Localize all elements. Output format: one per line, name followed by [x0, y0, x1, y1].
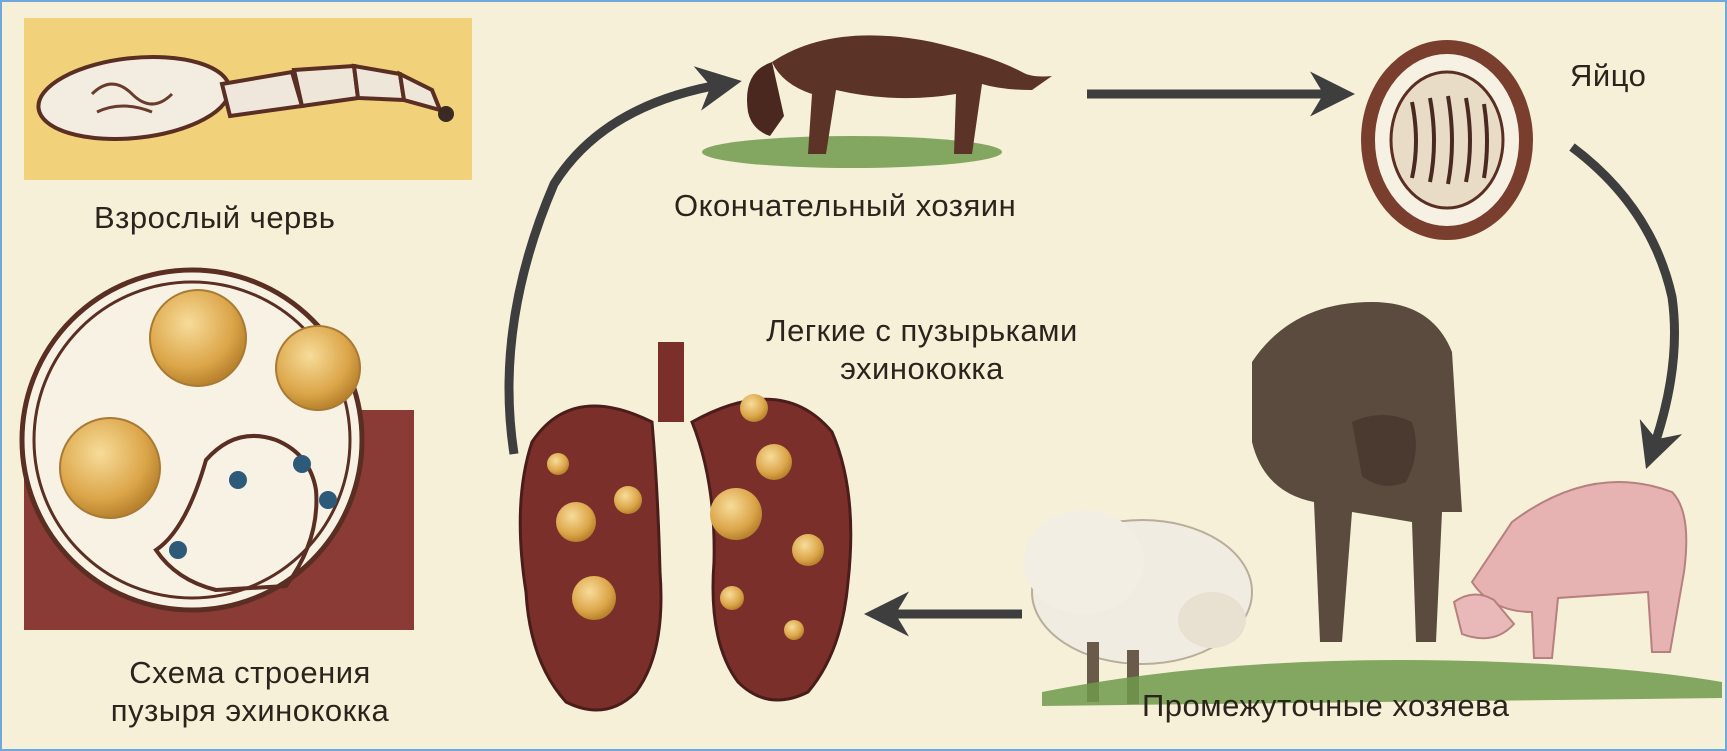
- egg-label: Яйцо: [1570, 57, 1646, 95]
- lungs-label: Легкие с пузырьками эхинококка: [742, 312, 1102, 388]
- egg-icon: [1361, 40, 1533, 240]
- pig-icon: [1454, 482, 1686, 658]
- arrow-icon: [509, 84, 724, 454]
- adult-worm-label: Взрослый червь: [94, 199, 335, 237]
- intermediate-hosts-label: Промежуточные хозяева: [1142, 687, 1510, 725]
- adult-worm-icon: [24, 18, 472, 180]
- definitive-host-label: Окончательный хозяин: [674, 187, 1016, 225]
- lungs-label-line-1: Легкие с пузырьками: [742, 312, 1102, 350]
- hydatid-cyst-icon: [22, 270, 414, 630]
- cow-icon: [1252, 302, 1462, 642]
- dog-icon: [702, 35, 1052, 168]
- lungs-icon: [520, 342, 851, 710]
- cyst-scheme-label-line-1: Схема строения: [80, 654, 420, 692]
- arrow-icon: [1572, 147, 1675, 452]
- cyst-scheme-label-line-2: пузыря эхинококка: [80, 692, 420, 730]
- lungs-label-line-2: эхинококка: [742, 350, 1102, 388]
- cyst-scheme-label: Схема строения пузыря эхинококка: [80, 654, 420, 730]
